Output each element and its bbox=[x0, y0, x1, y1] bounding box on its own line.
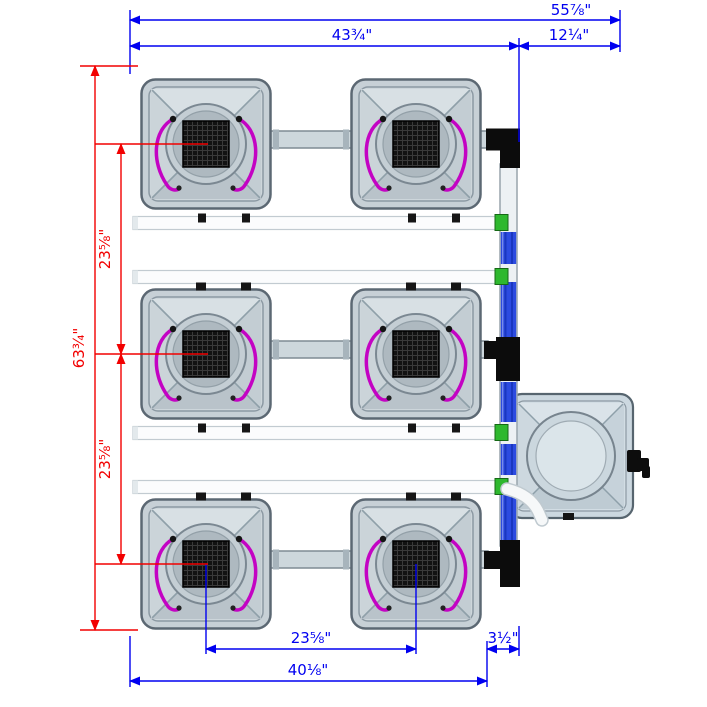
grow-module-4 bbox=[350, 288, 482, 420]
return-manifold bbox=[484, 128, 549, 587]
pipe-collar bbox=[273, 339, 279, 360]
pipe-collar bbox=[273, 549, 279, 570]
pipe-clip bbox=[452, 423, 460, 433]
lid-tab bbox=[196, 282, 206, 291]
pipe-clip bbox=[452, 213, 460, 223]
pipe-end-cap bbox=[133, 270, 138, 284]
pipe-clip bbox=[198, 213, 206, 223]
lid-tab bbox=[406, 282, 416, 291]
pipe-end-cap bbox=[133, 216, 138, 230]
reservoir-bottom-tab bbox=[563, 513, 574, 520]
dim-reservoir-width-label: 12¼" bbox=[549, 26, 590, 44]
interconnect-pipes bbox=[264, 129, 491, 570]
dim-module-spacing-label: 23⅝" bbox=[291, 629, 332, 647]
return-pipes bbox=[132, 215, 504, 495]
green-valve-3 bbox=[494, 424, 509, 441]
pipe-end-cap bbox=[133, 480, 138, 494]
tee-fitting bbox=[484, 337, 520, 381]
dim-manifold-offset-label: 3½" bbox=[488, 629, 519, 647]
green-valve-1 bbox=[494, 214, 509, 231]
reservoir bbox=[507, 392, 650, 520]
dim-row-spacing-lower-label: 23⅝" bbox=[96, 439, 114, 480]
return-pipe-1 bbox=[132, 215, 504, 231]
lid-tab bbox=[241, 282, 251, 291]
pipe-clip bbox=[242, 213, 250, 223]
dimension-labels-red: 63¾" 23⅝" 23⅝" bbox=[70, 229, 114, 480]
reservoir-outlet-barb bbox=[642, 466, 650, 478]
dim-bottom-width-label: 40⅛" bbox=[288, 661, 329, 679]
bottom-elbow-fitting bbox=[484, 540, 520, 587]
lid-tab bbox=[451, 282, 461, 291]
dimensions-blue bbox=[129, 10, 621, 687]
dim-array-width-label: 43¾" bbox=[332, 26, 373, 44]
pipe-clip bbox=[242, 423, 250, 433]
pipe-clip bbox=[408, 423, 416, 433]
reservoir-port-inner bbox=[535, 420, 607, 492]
return-pipe-4 bbox=[132, 479, 504, 495]
manifold-stripes bbox=[504, 232, 513, 541]
pipe-clip bbox=[408, 213, 416, 223]
dimensions-red bbox=[80, 65, 208, 631]
green-valve-2 bbox=[494, 268, 509, 285]
dim-row-spacing-upper-label: 23⅝" bbox=[96, 229, 114, 270]
lid-tab bbox=[241, 492, 251, 501]
grow-module-2 bbox=[350, 78, 482, 210]
dimension-labels-blue: 55⅞" 43¾" 12¼" 23⅝" 40⅛" 3½" bbox=[288, 1, 592, 679]
lid-tab bbox=[451, 492, 461, 501]
dim-overall-width-label: 55⅞" bbox=[551, 1, 592, 19]
pipe-collar bbox=[273, 129, 279, 150]
return-pipe-2 bbox=[132, 269, 504, 285]
pipe-collar bbox=[343, 339, 349, 360]
return-pipe-3 bbox=[132, 425, 504, 441]
clips bbox=[196, 213, 461, 501]
lid-tab bbox=[196, 492, 206, 501]
pipe-collar bbox=[343, 129, 349, 150]
reservoir-feed-pipe bbox=[501, 483, 548, 526]
top-elbow-fitting bbox=[486, 128, 520, 168]
pipe-clip bbox=[198, 423, 206, 433]
pipe-end-cap bbox=[133, 426, 138, 440]
pipe-collar bbox=[343, 549, 349, 570]
lid-tab bbox=[406, 492, 416, 501]
dim-overall-height-label: 63¾" bbox=[70, 328, 88, 369]
